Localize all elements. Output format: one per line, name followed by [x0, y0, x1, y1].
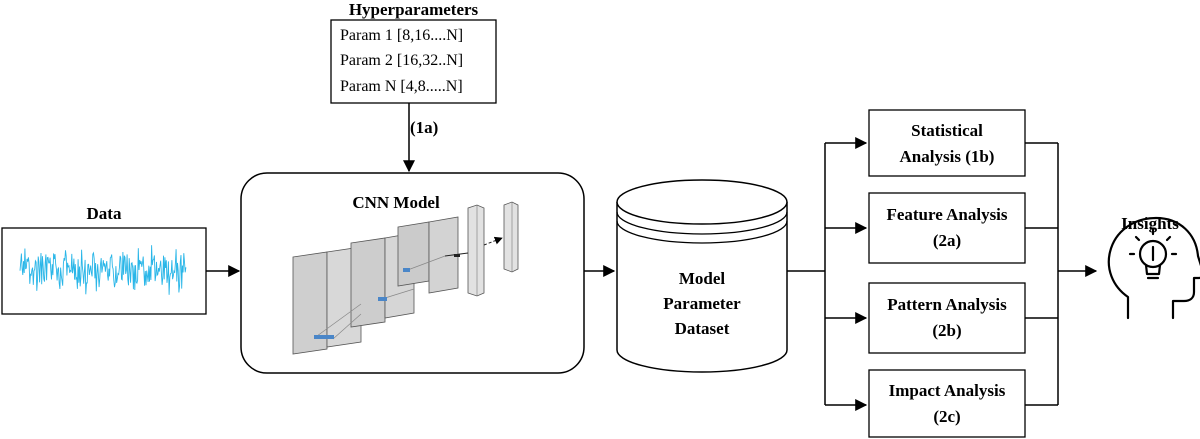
signal-waveform [19, 245, 187, 295]
dataset-label-line2: Parameter [663, 294, 741, 313]
statistical-analysis-label: Statistical Analysis (1b) [869, 118, 1025, 170]
param-2: Param 2 [16,32..N] [340, 52, 464, 69]
feature-analysis-line2: (2a) [932, 231, 962, 250]
dataset-label-line1: Model [678, 269, 726, 288]
hyperparameters-title: Hyperparameters [348, 0, 479, 19]
cnn-layer-3 [350, 237, 386, 328]
pattern-analysis-box [868, 282, 1026, 354]
pattern-analysis-line2: (2b) [932, 321, 962, 340]
dataset-label-line3: Dataset [674, 319, 730, 338]
insights-head-icon [1107, 216, 1200, 320]
insights-label: Insights [1121, 214, 1179, 233]
impact-analysis-line1: Impact Analysis [888, 381, 1006, 400]
cnn-layer-1 [292, 251, 328, 355]
dense-layer-1 [467, 204, 485, 297]
dense-layer-2 [503, 201, 519, 273]
impact-analysis-box [868, 369, 1026, 438]
param-1: Param 1 [8,16....N] [340, 27, 464, 44]
impact-analysis-line2: (2c) [933, 407, 961, 426]
feature-analysis-line1: Feature Analysis [886, 205, 1008, 224]
hyperparameters-box [330, 19, 497, 104]
cnn-model-label: CNN Model [352, 193, 440, 212]
statistical-analysis-line2: Analysis (1b) [899, 147, 995, 166]
data-label: Data [86, 204, 122, 223]
branch-connectors [787, 137, 1098, 411]
statistical-analysis-box [868, 109, 1026, 177]
pattern-analysis-label: Pattern Analysis (2b) [869, 292, 1025, 344]
feature-analysis-label: Feature Analysis (2a) [869, 202, 1025, 254]
statistical-analysis-line1: Statistical [911, 121, 983, 140]
signal-path [19, 245, 187, 295]
feature-analysis-box [868, 192, 1026, 264]
cnn-layer-6 [428, 216, 459, 294]
param-n: Param N [4,8.....N] [340, 78, 463, 95]
cnn-layer-5 [397, 221, 430, 287]
cnn-illustration [292, 201, 519, 355]
dataset-cylinder [616, 179, 788, 373]
step-1a-label: (1a) [410, 118, 439, 137]
pattern-analysis-line1: Pattern Analysis [887, 295, 1007, 314]
impact-analysis-label: Impact Analysis (2c) [869, 378, 1025, 430]
